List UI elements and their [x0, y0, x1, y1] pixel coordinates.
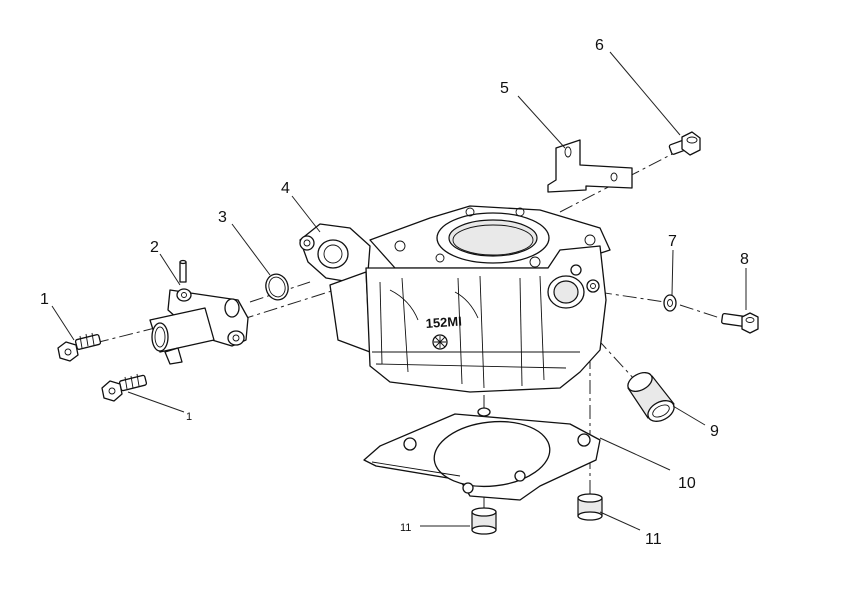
leader-lines: [51, 51, 747, 531]
callout-labels: 1 1 2 3 4 5 6 7 8 9 10 11 11: [40, 37, 749, 548]
callout-7: 7: [668, 233, 677, 250]
coolant-sleeve-9: [627, 372, 675, 422]
callout-11-left: 11: [400, 522, 411, 534]
dowel-pin-11-left: [471, 507, 497, 535]
callout-5: 5: [500, 80, 509, 97]
dowel-pin-11-right: [577, 493, 603, 521]
callout-8: 8: [740, 251, 749, 268]
callout-1-upper: 1: [40, 291, 49, 308]
bolt-8: [721, 312, 759, 334]
engraving-text: 152MI: [425, 314, 462, 331]
washer-7: [663, 294, 677, 312]
callout-3: 3: [218, 209, 227, 226]
callout-9: 9: [710, 423, 719, 440]
callout-6: 6: [595, 37, 604, 54]
base-gasket-10: [363, 413, 601, 501]
bolt-1-upper: [57, 332, 102, 362]
cylinder-body: 152MI: [299, 205, 611, 417]
o-ring-3: [265, 273, 289, 301]
bolt-1-lower: [101, 373, 148, 402]
callout-1-lower: 1: [186, 411, 192, 423]
bolt-6: [668, 131, 701, 156]
callout-2: 2: [150, 239, 159, 256]
callout-4: 4: [281, 180, 290, 197]
callout-11-right: 11: [645, 531, 662, 548]
water-outlet-fitting-2: [149, 259, 249, 365]
callout-10: 10: [678, 475, 696, 492]
bracket-5: [547, 139, 633, 193]
